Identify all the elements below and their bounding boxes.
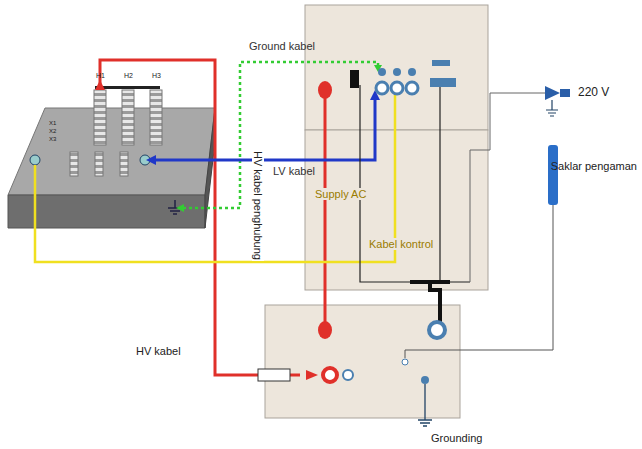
transformer: [8, 86, 215, 228]
terminal-label: X2: [48, 128, 57, 135]
cable-label: Supply AC: [314, 188, 367, 200]
supply-cable: [35, 95, 395, 262]
hv-cable: [100, 60, 300, 375]
terminal-label: X1: [48, 120, 57, 127]
terminal-label: X3: [48, 136, 57, 143]
cable-label: HV kabel penghubung: [252, 150, 264, 261]
hv-link-cable: [324, 95, 327, 325]
cable-label: Ground kabel: [248, 40, 316, 52]
terminal-label: H1: [95, 72, 106, 80]
instrument-panel: [305, 130, 488, 290]
ground-cable: [183, 62, 378, 208]
control-cable: [360, 85, 470, 282]
instrument-panel: [305, 5, 488, 130]
cable-label: Kabel kontrol: [368, 238, 434, 250]
terminal-label: H2: [123, 72, 134, 80]
terminal-label: H3: [151, 72, 162, 80]
cable-label: HV kabel: [135, 345, 182, 357]
switch-label: Saklar pengaman: [550, 160, 638, 172]
supply-label: 220 V: [577, 86, 610, 99]
cable-label: LV kabel: [272, 165, 316, 177]
ground-label: Grounding: [430, 432, 483, 444]
instrument-panel: [265, 305, 460, 418]
